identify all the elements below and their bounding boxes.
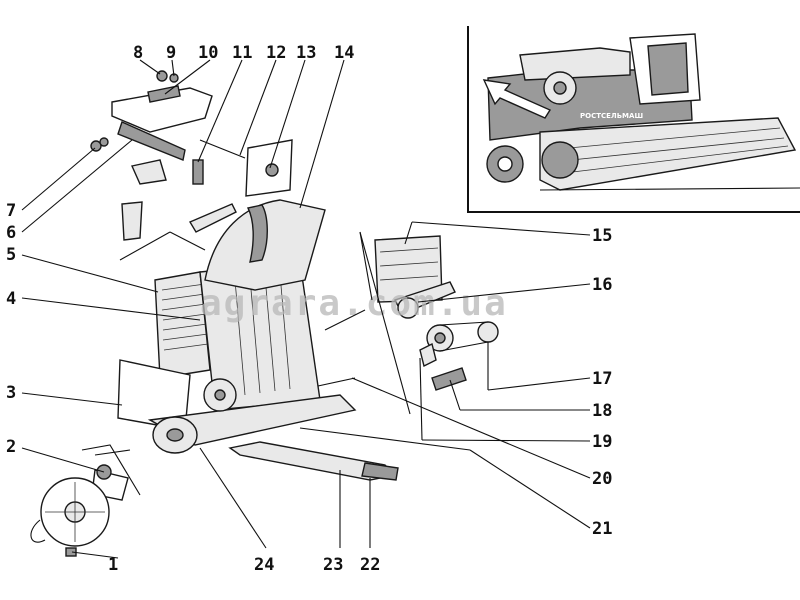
bracket-10 xyxy=(147,85,181,103)
combine-header xyxy=(539,117,797,191)
combine-inset: РОСТСЕЛЬМАШ xyxy=(467,26,800,213)
callout-11: 11 xyxy=(232,43,252,63)
bolt-11 xyxy=(192,159,204,185)
callout-7: 7 xyxy=(6,201,16,221)
drawbar-hitch xyxy=(361,462,399,481)
pulley-17 xyxy=(477,321,499,343)
callout-12: 12 xyxy=(266,43,286,63)
callout-6: 6 xyxy=(6,223,16,243)
arm-19 xyxy=(419,342,437,368)
hub-assembly xyxy=(30,444,141,557)
callout-16: 16 xyxy=(592,275,612,295)
chute-deflector xyxy=(246,204,268,263)
cover-plate xyxy=(111,87,213,133)
callout-5: 5 xyxy=(6,245,16,265)
upper-exploded-parts xyxy=(90,70,293,261)
tensioner-18 xyxy=(431,367,467,391)
leader-lines xyxy=(21,59,591,559)
rod-12 xyxy=(199,139,246,159)
callout-14: 14 xyxy=(334,43,354,63)
combine-cab-window xyxy=(647,42,689,96)
nut-7 xyxy=(90,140,102,152)
callout-labels: 1 2 3 4 5 6 7 8 9 10 11 12 13 14 15 16 1… xyxy=(6,43,612,575)
callout-8: 8 xyxy=(133,43,143,63)
callout-15: 15 xyxy=(592,226,612,246)
strip-6 xyxy=(117,121,186,161)
chopper-assembly xyxy=(117,199,399,481)
callout-23: 23 xyxy=(323,555,343,575)
callout-17: 17 xyxy=(592,369,612,389)
callout-4: 4 xyxy=(6,289,16,309)
callout-19: 19 xyxy=(592,432,612,452)
callout-20: 20 xyxy=(592,469,612,489)
callout-21: 21 xyxy=(592,519,612,539)
callout-22: 22 xyxy=(360,555,380,575)
combine-location-arrow xyxy=(482,79,552,119)
combine-brand-label: РОСТСЕЛЬМАШ xyxy=(580,112,643,120)
pulley-16 xyxy=(397,297,419,319)
watermark: agrara.com.ua xyxy=(200,283,508,324)
drive-parts xyxy=(374,235,499,391)
callout-2: 2 xyxy=(6,437,16,457)
link-arm xyxy=(188,203,237,233)
callout-9: 9 xyxy=(166,43,176,63)
support-post xyxy=(121,201,143,241)
callout-1: 1 xyxy=(108,555,118,575)
callout-3: 3 xyxy=(6,383,16,403)
callout-13: 13 xyxy=(296,43,316,63)
combine-grain-tank xyxy=(519,47,631,81)
hinge-bracket xyxy=(131,159,167,185)
callout-24: 24 xyxy=(254,555,274,575)
callout-18: 18 xyxy=(592,401,612,421)
callout-10: 10 xyxy=(198,43,218,63)
combine-reel xyxy=(541,141,579,179)
